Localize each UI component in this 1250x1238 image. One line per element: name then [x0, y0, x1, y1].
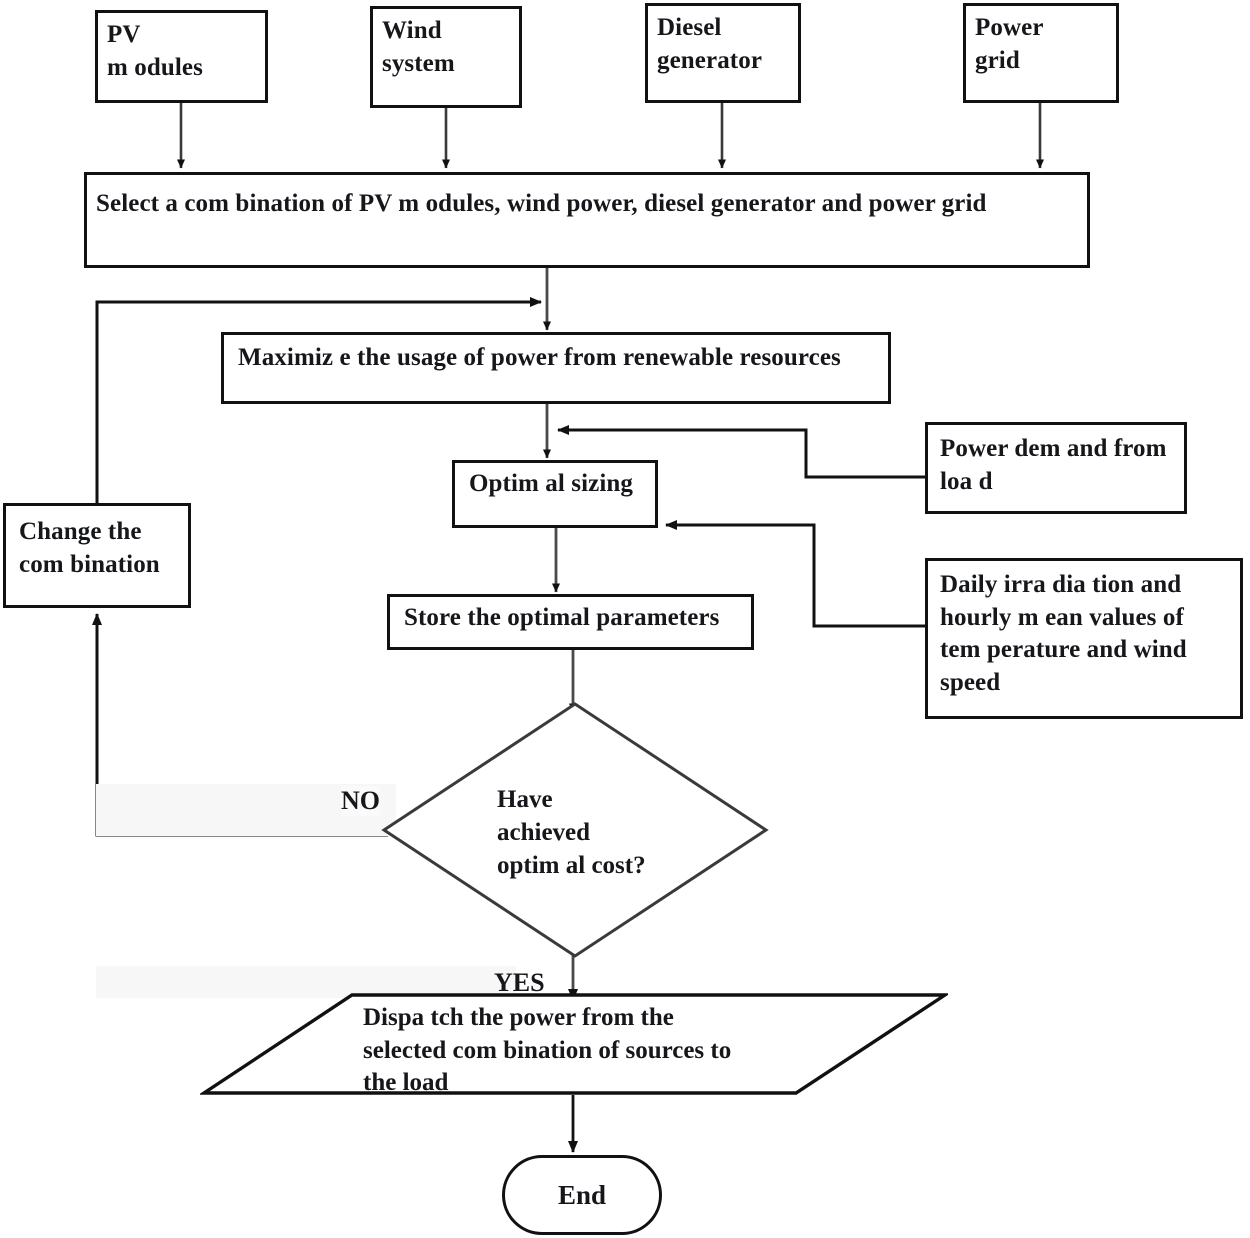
node-optimal-sizing[interactable]: Optim al sizing	[452, 460, 658, 528]
node-change-combination-line1: Change the	[19, 518, 142, 545]
decision-branch-no-label: NO	[341, 786, 380, 816]
node-power-demand-line1: Power dem and from	[940, 435, 1167, 462]
node-decision-text: Have achieved optim al cost?	[497, 783, 727, 882]
node-daily-irradiation-line1: Daily irra dia tion and	[940, 571, 1182, 598]
node-change-combination-line2: com bination	[19, 550, 160, 578]
node-power-demand-line2: loa d	[940, 467, 993, 495]
node-optimal-sizing-label: Optim al sizing	[469, 470, 634, 497]
node-pv-modules-line2: m odules	[107, 53, 203, 81]
node-end-label: End	[557, 1179, 607, 1210]
node-daily-irradiation-line2: hourly m ean values of	[940, 603, 1184, 631]
node-diesel-generator-line2: generator	[657, 46, 763, 74]
node-power-grid-line1: Power	[975, 14, 1044, 41]
node-decision-line1: Have	[497, 786, 553, 813]
node-dispatch-text: Dispa tch the power from the selected co…	[363, 1002, 923, 1097]
node-power-grid[interactable]: Power grid	[963, 3, 1119, 103]
node-dispatch-line1: Dispa tch the power from the	[363, 1004, 674, 1031]
node-daily-irradiation-line4: speed	[940, 668, 1001, 696]
node-power-grid-line2: grid	[975, 46, 1020, 74]
node-decision-diamond[interactable]	[380, 700, 770, 960]
node-power-demand[interactable]: Power dem and from loa d	[925, 422, 1187, 514]
node-pv-modules[interactable]: PV m odules	[95, 10, 268, 103]
node-end-terminator[interactable]: End	[502, 1155, 662, 1235]
node-maximize-usage[interactable]: Maximiz e the usage of power from renewa…	[221, 332, 891, 404]
node-maximize-usage-label: Maximiz e the usage of power from renewa…	[238, 344, 841, 371]
node-decision-line2: achieved	[497, 819, 591, 846]
node-daily-irradiation-line3: tem perature and wind	[940, 636, 1187, 663]
node-dispatch-line2: selected com bination of sources to	[363, 1036, 732, 1064]
node-pv-modules-line1: PV	[107, 21, 141, 48]
decision-branch-yes-label: YES	[494, 968, 545, 997]
scan-band-yes	[96, 966, 516, 998]
node-wind-system-line2: system	[382, 49, 455, 77]
dispatch-shape	[200, 993, 948, 1095]
node-dispatch-line3: the load	[363, 1069, 449, 1096]
node-select-combination-label: Select a com bination of PV m odules, wi…	[96, 190, 987, 217]
node-diesel-generator[interactable]: Diesel generator	[645, 3, 801, 103]
node-dispatch-parallelogram[interactable]: Dispa tch the power from the selected co…	[200, 992, 948, 1097]
node-change-combination[interactable]: Change the com bination	[3, 503, 191, 608]
node-daily-irradiation[interactable]: Daily irra dia tion and hourly m ean val…	[925, 558, 1243, 719]
node-diesel-generator-line1: Diesel	[657, 14, 722, 41]
node-decision-line3: optim al cost?	[497, 852, 646, 879]
node-wind-system[interactable]: Wind system	[370, 6, 522, 108]
node-select-combination[interactable]: Select a com bination of PV m odules, wi…	[84, 172, 1090, 268]
node-store-parameters-label: Store the optimal parameters	[404, 604, 720, 631]
node-wind-system-line1: Wind	[382, 17, 442, 44]
node-store-parameters[interactable]: Store the optimal parameters	[387, 594, 754, 650]
